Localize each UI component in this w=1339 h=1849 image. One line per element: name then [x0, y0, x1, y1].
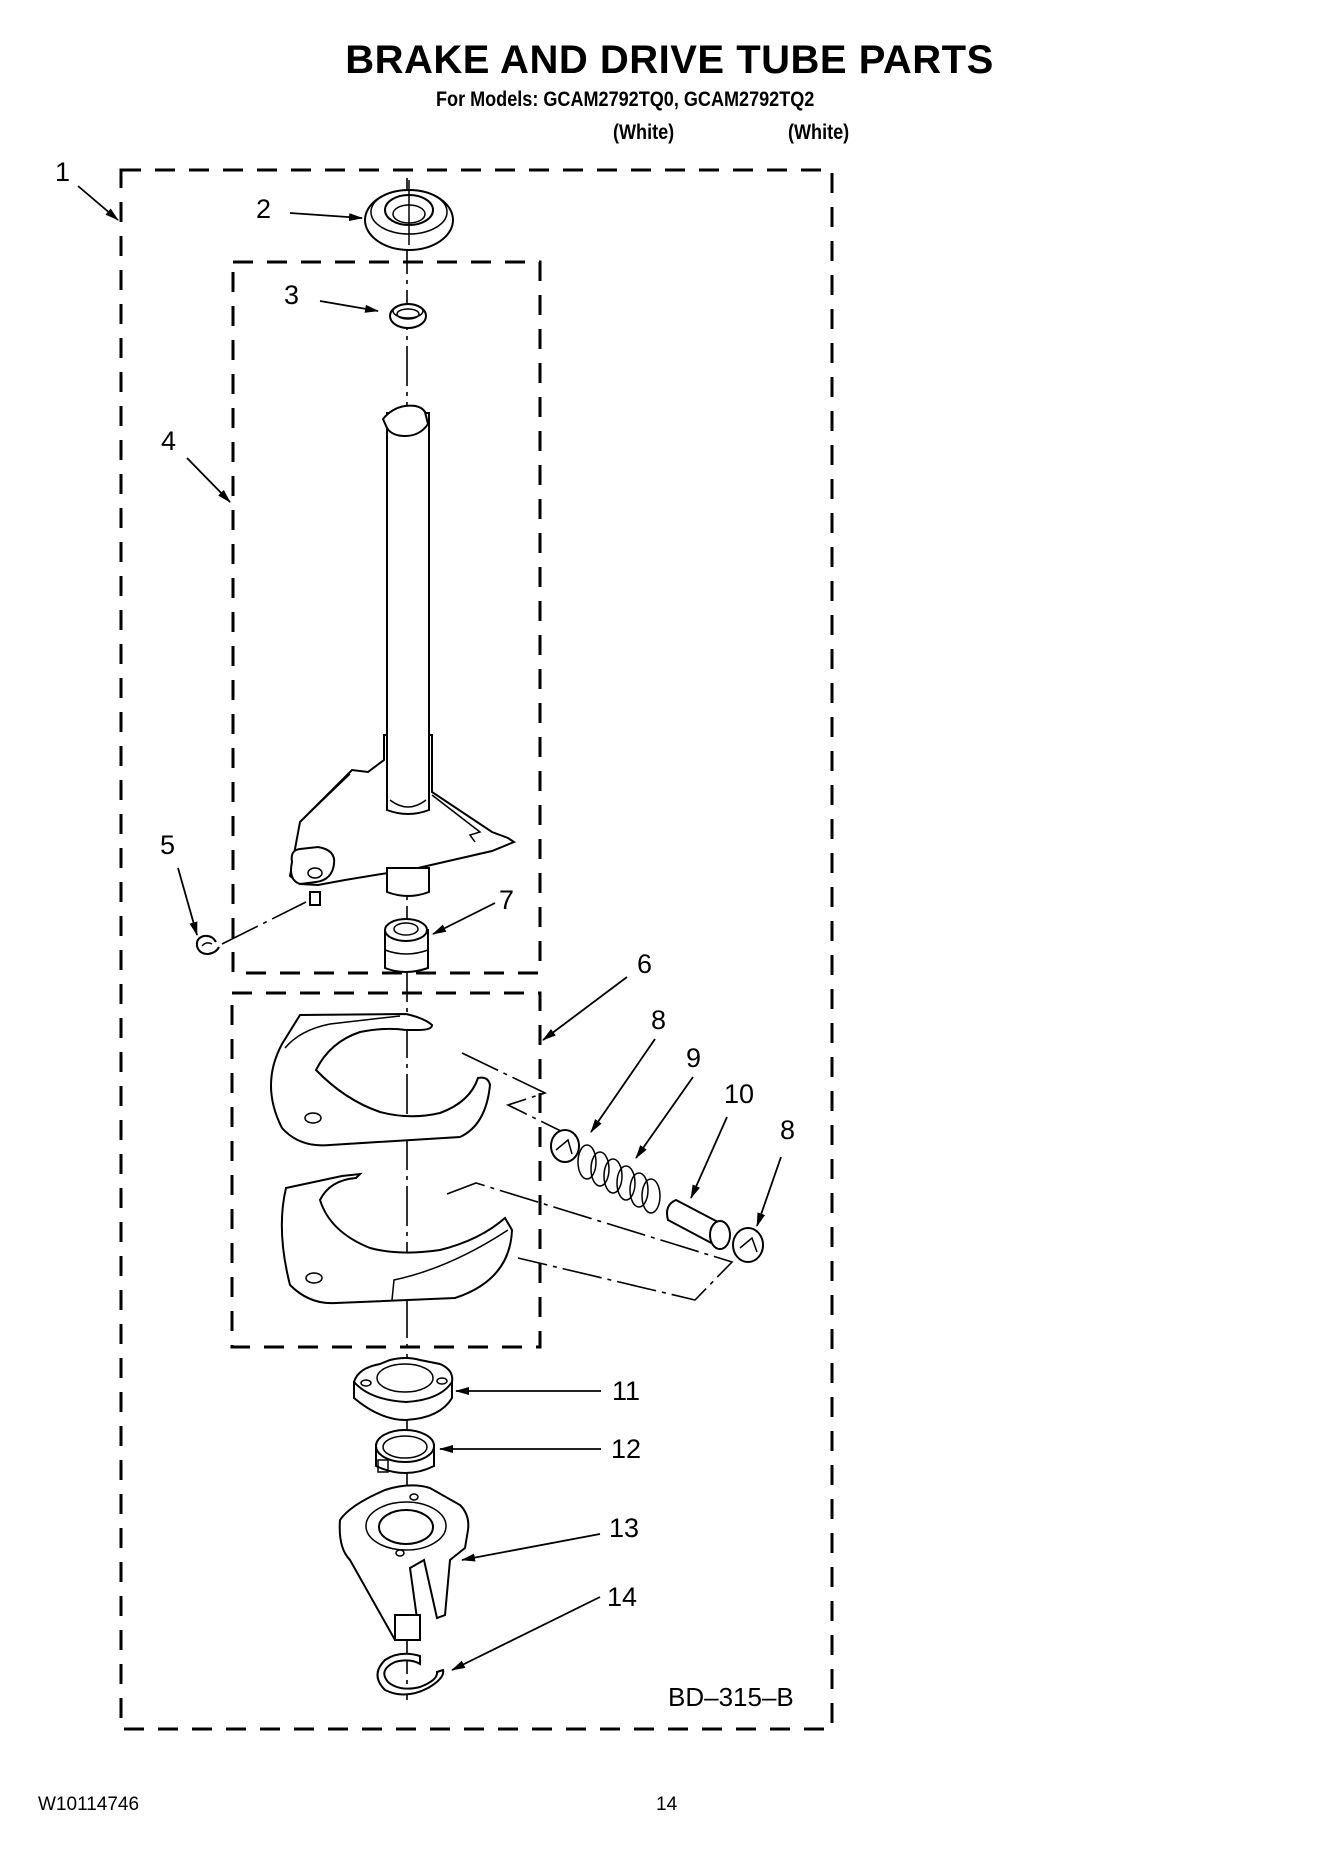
callout-6: 6	[637, 949, 653, 979]
part-14-retaining-ring	[376, 1652, 445, 1696]
callout-8-left: 8	[651, 1005, 667, 1035]
outer-assembly-box	[119, 168, 834, 1731]
brake-assembly-box	[230, 991, 542, 1349]
callout-13: 13	[609, 1513, 640, 1543]
part-10-pin	[666, 1198, 731, 1250]
part-12-clutch-ring	[375, 1429, 435, 1474]
page-title: BRAKE AND DRIVE TUBE PARTS	[345, 38, 994, 82]
part-3-bearing-ring	[389, 303, 427, 329]
models-line: For Models: GCAM2792TQ0, GCAM2792TQ2	[436, 88, 815, 111]
part-9-spring	[577, 1144, 661, 1214]
model-color-1: (White)	[613, 121, 675, 144]
part-5-e-clip	[195, 901, 307, 956]
model-color-2: (White)	[788, 121, 850, 144]
part-13-cam	[338, 1484, 470, 1641]
callout-2: 2	[256, 194, 272, 224]
part-11-bearing-plate	[352, 1357, 454, 1422]
callout-9: 9	[686, 1043, 702, 1073]
page-number: 14	[656, 1794, 678, 1815]
callout-4: 4	[161, 426, 177, 456]
part-6-brake-shoes	[270, 1012, 514, 1305]
part-2-seal	[364, 180, 454, 251]
callout-8-right: 8	[780, 1115, 796, 1145]
spring-set-leaders	[446, 1052, 734, 1301]
callout-10: 10	[724, 1079, 755, 1109]
part-8-washer-right	[732, 1227, 764, 1263]
callout-11: 11	[612, 1376, 641, 1406]
document-number: W10114746	[38, 1794, 140, 1815]
drive-tube-assembly-box	[231, 260, 542, 975]
callout-12: 12	[611, 1434, 642, 1464]
callout-arrows	[77, 185, 782, 1671]
part-8-washer-left	[550, 1129, 580, 1163]
callout-5: 5	[160, 830, 176, 860]
callout-14: 14	[607, 1582, 638, 1612]
diagram-code: BD–315–B	[668, 1682, 794, 1712]
callout-1: 1	[55, 157, 71, 187]
callout-3: 3	[284, 280, 300, 310]
part-4-drive-tube	[288, 404, 517, 906]
part-7-bushing	[384, 918, 429, 973]
callout-7: 7	[499, 885, 515, 915]
